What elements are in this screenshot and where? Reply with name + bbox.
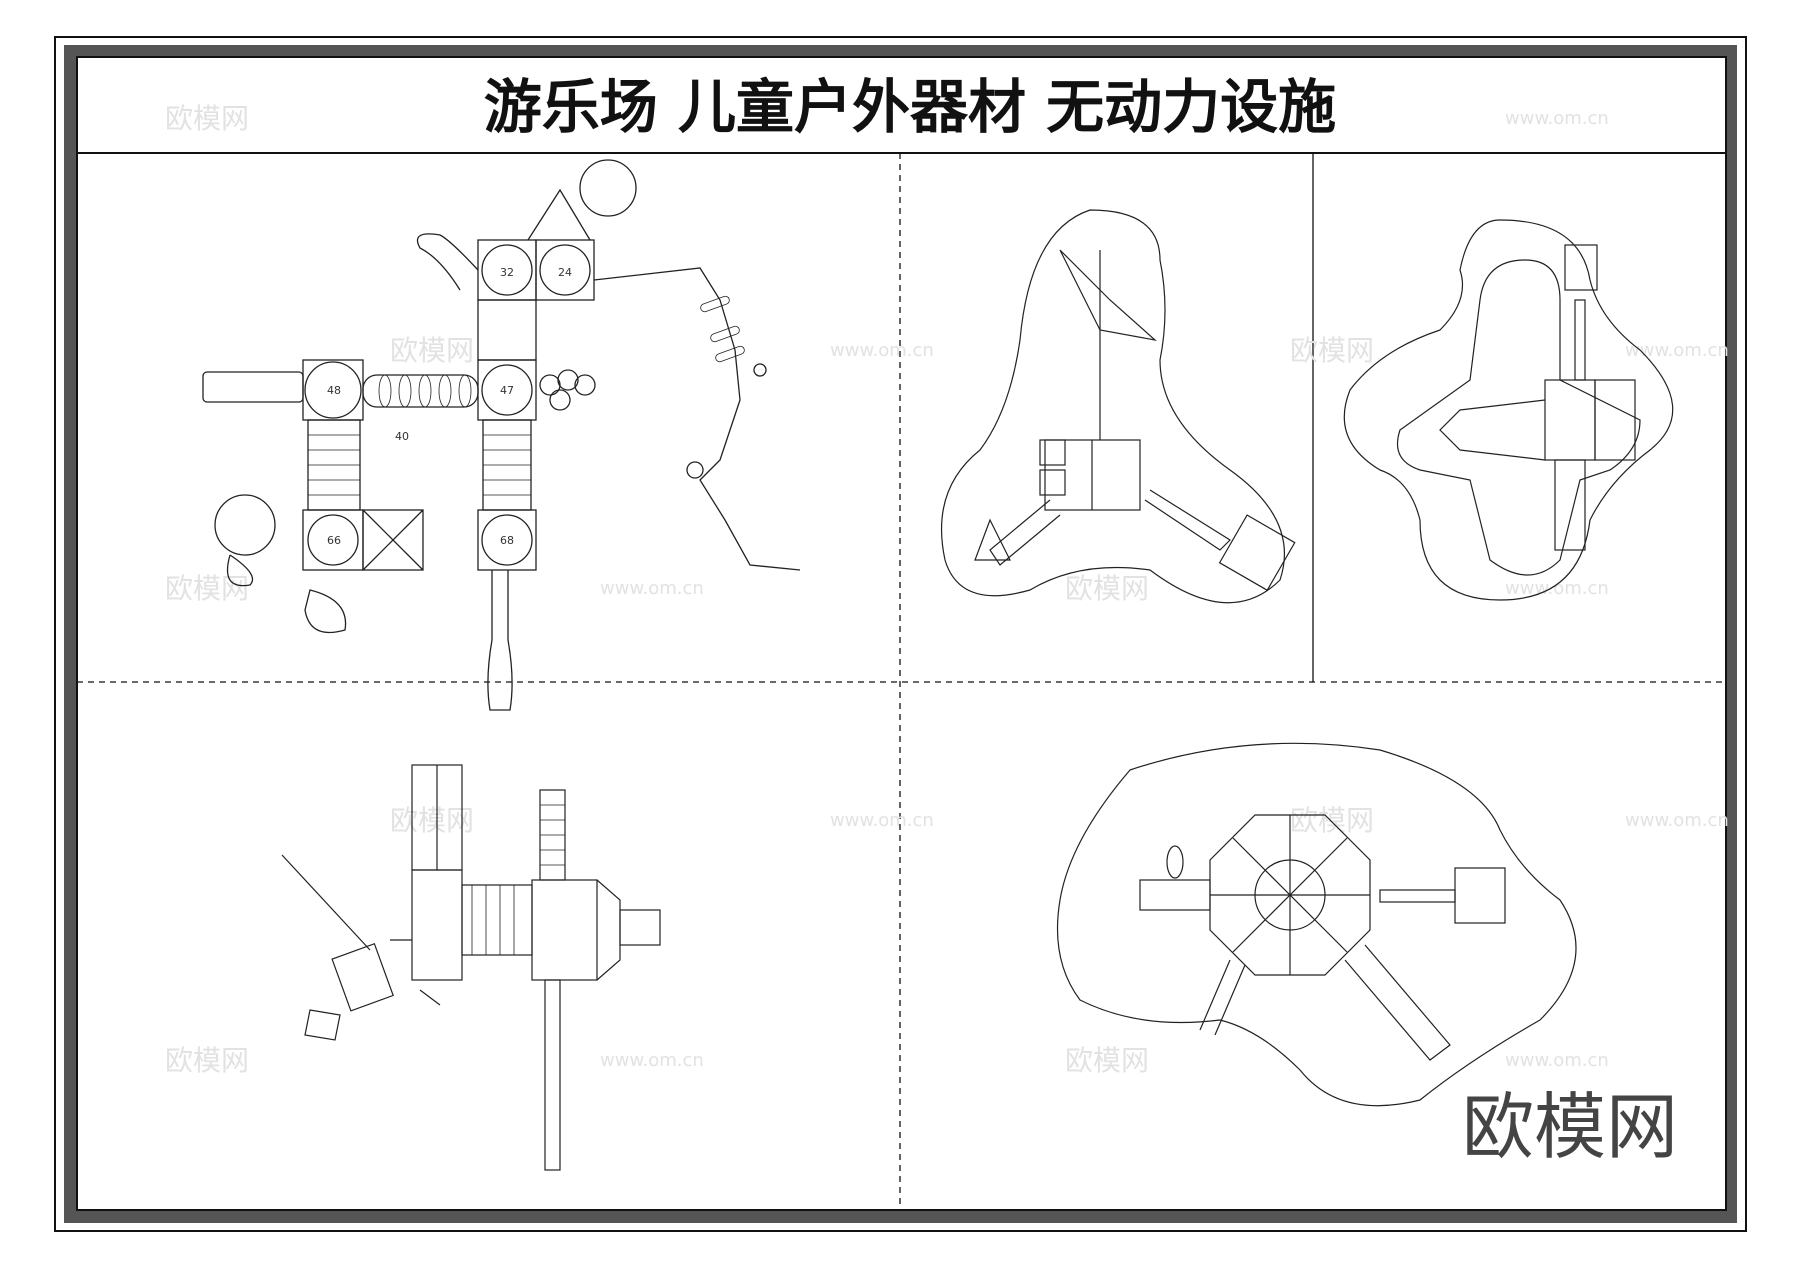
plan-labels: 32 24 48 47 40 66 68: [327, 266, 572, 547]
plan-octagon-tower: [1056, 742, 1577, 1107]
watermark-cn: 欧模网: [1065, 1044, 1149, 1077]
watermark-cn: 欧模网: [1290, 804, 1374, 837]
plan-ship-triangle: [940, 209, 1296, 604]
watermark-url: www.om.cn: [1625, 340, 1729, 361]
plan-ship-tower: [1343, 219, 1674, 601]
watermark-url: www.om.cn: [1625, 810, 1729, 831]
watermark-cn: 欧模网: [390, 804, 474, 837]
plan-label: 24: [558, 266, 572, 279]
plan-label: 68: [500, 534, 514, 547]
watermark-cn: 欧模网: [165, 102, 249, 135]
plan-label: 66: [327, 534, 341, 547]
watermark-cn: 欧模网: [1065, 572, 1149, 605]
watermark-url: www.om.cn: [600, 578, 704, 599]
plan-tower-complex: [202, 159, 801, 711]
watermark-url: www.om.cn: [600, 1050, 704, 1071]
sheet-frame: [54, 36, 1747, 1232]
watermark-cn: 欧模网: [165, 572, 249, 605]
watermark-cn: 欧模网: [165, 1044, 249, 1077]
sheet-title: 游乐场 儿童户外器材 无动力设施: [484, 73, 1336, 141]
plan-climbing-frame: [281, 764, 661, 1171]
watermark-url: www.om.cn: [1505, 108, 1609, 129]
watermark-url: www.om.cn: [830, 340, 934, 361]
watermark-cn: 欧模网: [1290, 334, 1374, 367]
plan-label: 40: [395, 430, 409, 443]
brand-logo: 欧模网: [1462, 1085, 1678, 1169]
watermark-layer: 欧模网 www.om.cn 欧模网 www.om.cn 欧模网 www.om.c…: [165, 102, 1729, 1077]
watermark-url: www.om.cn: [830, 810, 934, 831]
watermark-url: www.om.cn: [1505, 578, 1609, 599]
watermark-url: www.om.cn: [1505, 1050, 1609, 1071]
watermark-cn: 欧模网: [390, 334, 474, 367]
plan-label: 48: [327, 384, 341, 397]
plan-label: 47: [500, 384, 514, 397]
plan-label: 32: [500, 266, 514, 279]
